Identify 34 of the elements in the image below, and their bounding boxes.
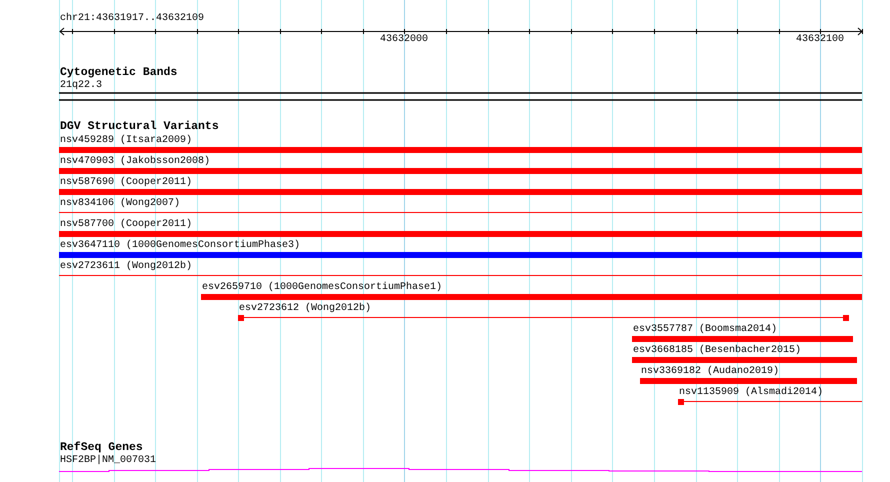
feature-label: esv3647110 (1000GenomesConsortiumPhase3) xyxy=(59,240,300,251)
scale-tick-label: 43632100 xyxy=(796,35,844,45)
variant-feature xyxy=(59,156,862,174)
feature-label: nsv1135909 (Alsmadi2014) xyxy=(678,387,824,398)
scale-tick-label: 43632000 xyxy=(380,35,428,45)
feature-label: esv2723611 (Wong2012b) xyxy=(59,261,192,272)
feature-label: esv2659710 (1000GenomesConsortiumPhase1) xyxy=(201,282,442,293)
feature-label: esv3557787 (Boomsma2014) xyxy=(632,324,778,335)
variant-feature xyxy=(238,303,849,321)
variant-feature xyxy=(632,324,853,342)
gene-feature xyxy=(59,455,862,473)
variant-feature xyxy=(632,345,857,363)
variant-feature xyxy=(59,135,862,153)
variant-feature xyxy=(59,261,862,276)
variant-feature xyxy=(59,177,862,195)
feature-label: nsv587700 (Cooper2011) xyxy=(59,219,192,230)
variant-feature xyxy=(640,366,857,384)
feature-label: nsv459289 (Itsara2009) xyxy=(59,135,192,146)
feature-label: esv3668185 (Besenbacher2015) xyxy=(632,345,802,356)
variant-feature xyxy=(678,387,862,405)
variant-feature xyxy=(201,282,862,300)
variant-feature xyxy=(59,240,862,258)
region-label: chr21:43631917..43632109 xyxy=(60,14,204,24)
feature-label: nsv3369182 (Audano2019) xyxy=(640,366,780,377)
variant-feature xyxy=(59,198,862,213)
feature-label: nsv834106 (Wong2007) xyxy=(59,198,180,209)
feature-label: esv2723612 (Wong2012b) xyxy=(238,303,372,314)
feature-label: 21q22.3 xyxy=(59,80,102,91)
cytoband-feature xyxy=(59,80,862,102)
variant-feature xyxy=(59,219,862,237)
track-heading: DGV Structural Variants xyxy=(60,121,219,132)
feature-label: HSF2BP|NM_007031 xyxy=(59,455,156,466)
feature-label: nsv587690 (Cooper2011) xyxy=(59,177,192,188)
feature-label: nsv470903 (Jakobsson2008) xyxy=(59,156,210,167)
